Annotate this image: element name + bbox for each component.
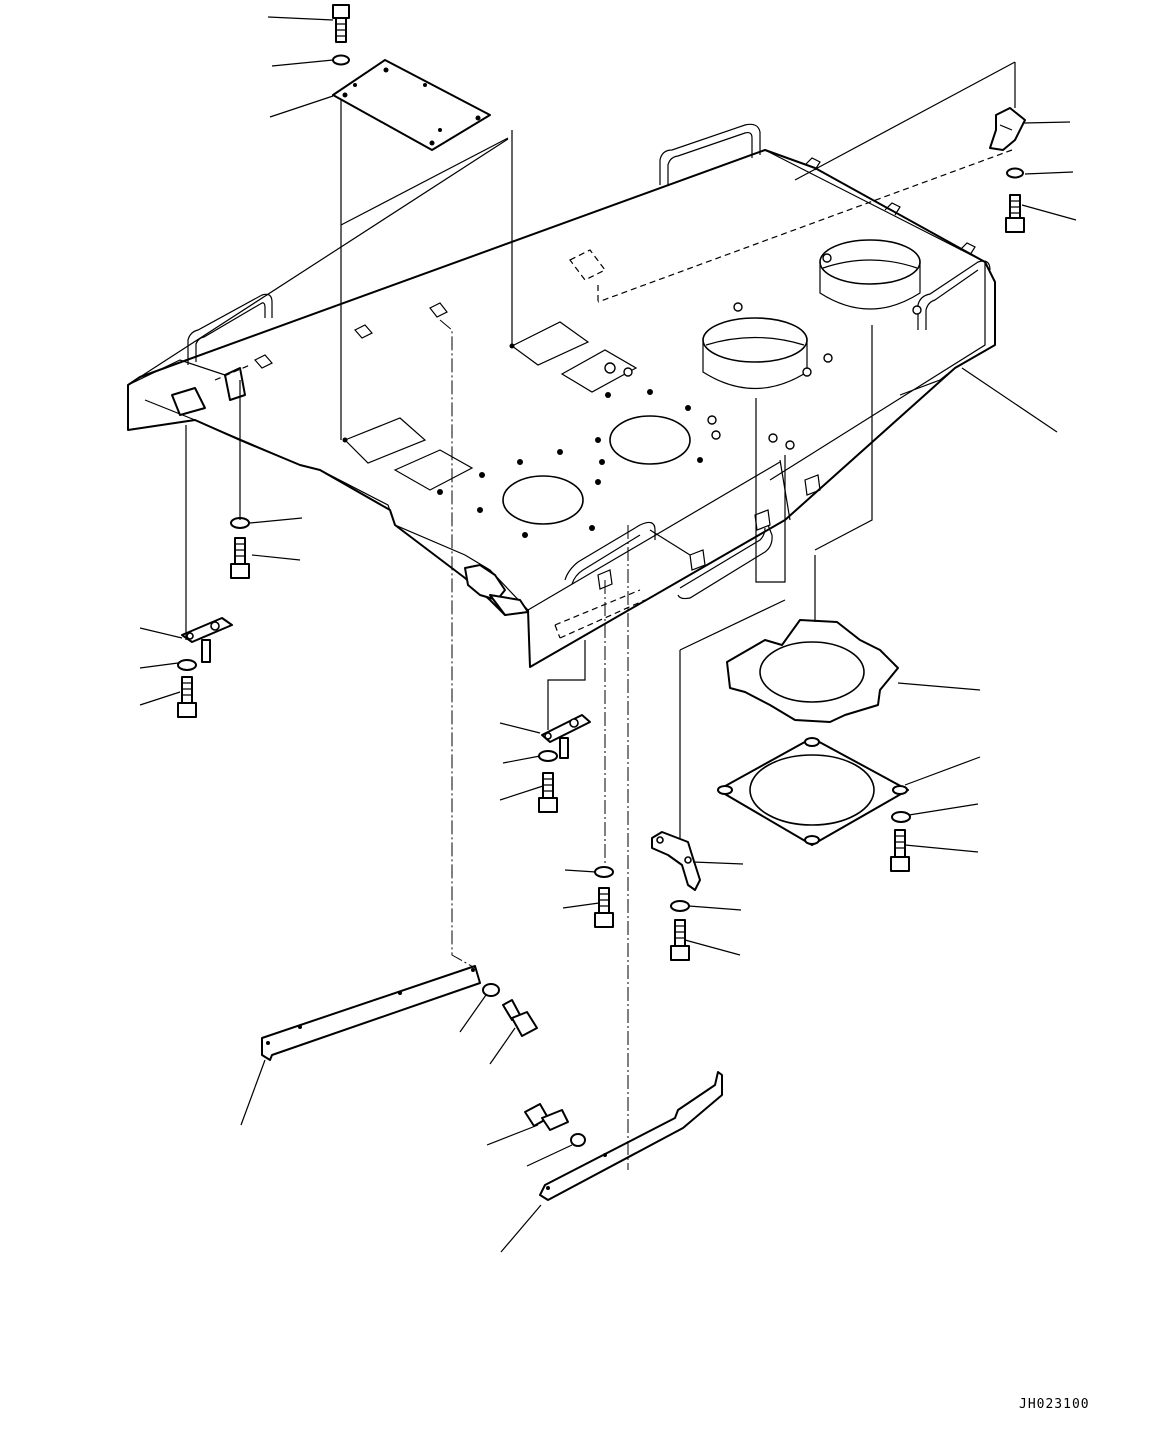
top-cover-plate (333, 60, 490, 150)
left-strip (262, 966, 480, 1060)
top-bolt (333, 5, 349, 42)
plate-rivets (342, 254, 922, 538)
front-handle-left (565, 522, 655, 584)
drawing-code: JH023100 (1019, 1397, 1090, 1412)
top-right-bolt (1006, 195, 1024, 232)
top-washer (333, 56, 349, 65)
hidden-lines (215, 250, 645, 638)
left-upper-bolt (231, 538, 249, 578)
right-strip (540, 1072, 722, 1200)
air-ring-left (703, 318, 807, 389)
rear-handle (660, 124, 760, 185)
square-gasket (727, 620, 898, 722)
center-bolt-lower (595, 888, 613, 927)
lever-bracket (652, 832, 700, 890)
mount-washer (892, 812, 910, 822)
top-right-washer (1007, 169, 1023, 178)
left-strip-washer (483, 984, 499, 996)
center-washer-lower (595, 867, 613, 877)
assembly-lines (140, 62, 1015, 1170)
right-strip-bolt (525, 1104, 568, 1130)
lever-washer (671, 901, 689, 911)
center-washer-upper (539, 751, 557, 761)
mount-plate (718, 738, 908, 845)
left-lower-bolt (178, 677, 196, 717)
callout-leaders (140, 17, 1076, 1252)
air-ring-right (820, 240, 920, 309)
right-end-handle (918, 261, 990, 330)
lever-bolt (671, 920, 689, 960)
mount-bolt (891, 830, 909, 871)
right-strip-washer (571, 1134, 585, 1146)
front-handle-right (678, 525, 772, 599)
left-strip-bolt (503, 1000, 537, 1036)
top-right-bracket (990, 108, 1025, 150)
floor-plate (128, 150, 995, 667)
center-bracket (542, 715, 590, 758)
plate-cutouts (345, 322, 690, 524)
left-lower-bracket (182, 618, 232, 662)
center-bolt-upper (539, 773, 557, 812)
left-handle (188, 294, 272, 365)
left-lower-washer (178, 660, 196, 670)
